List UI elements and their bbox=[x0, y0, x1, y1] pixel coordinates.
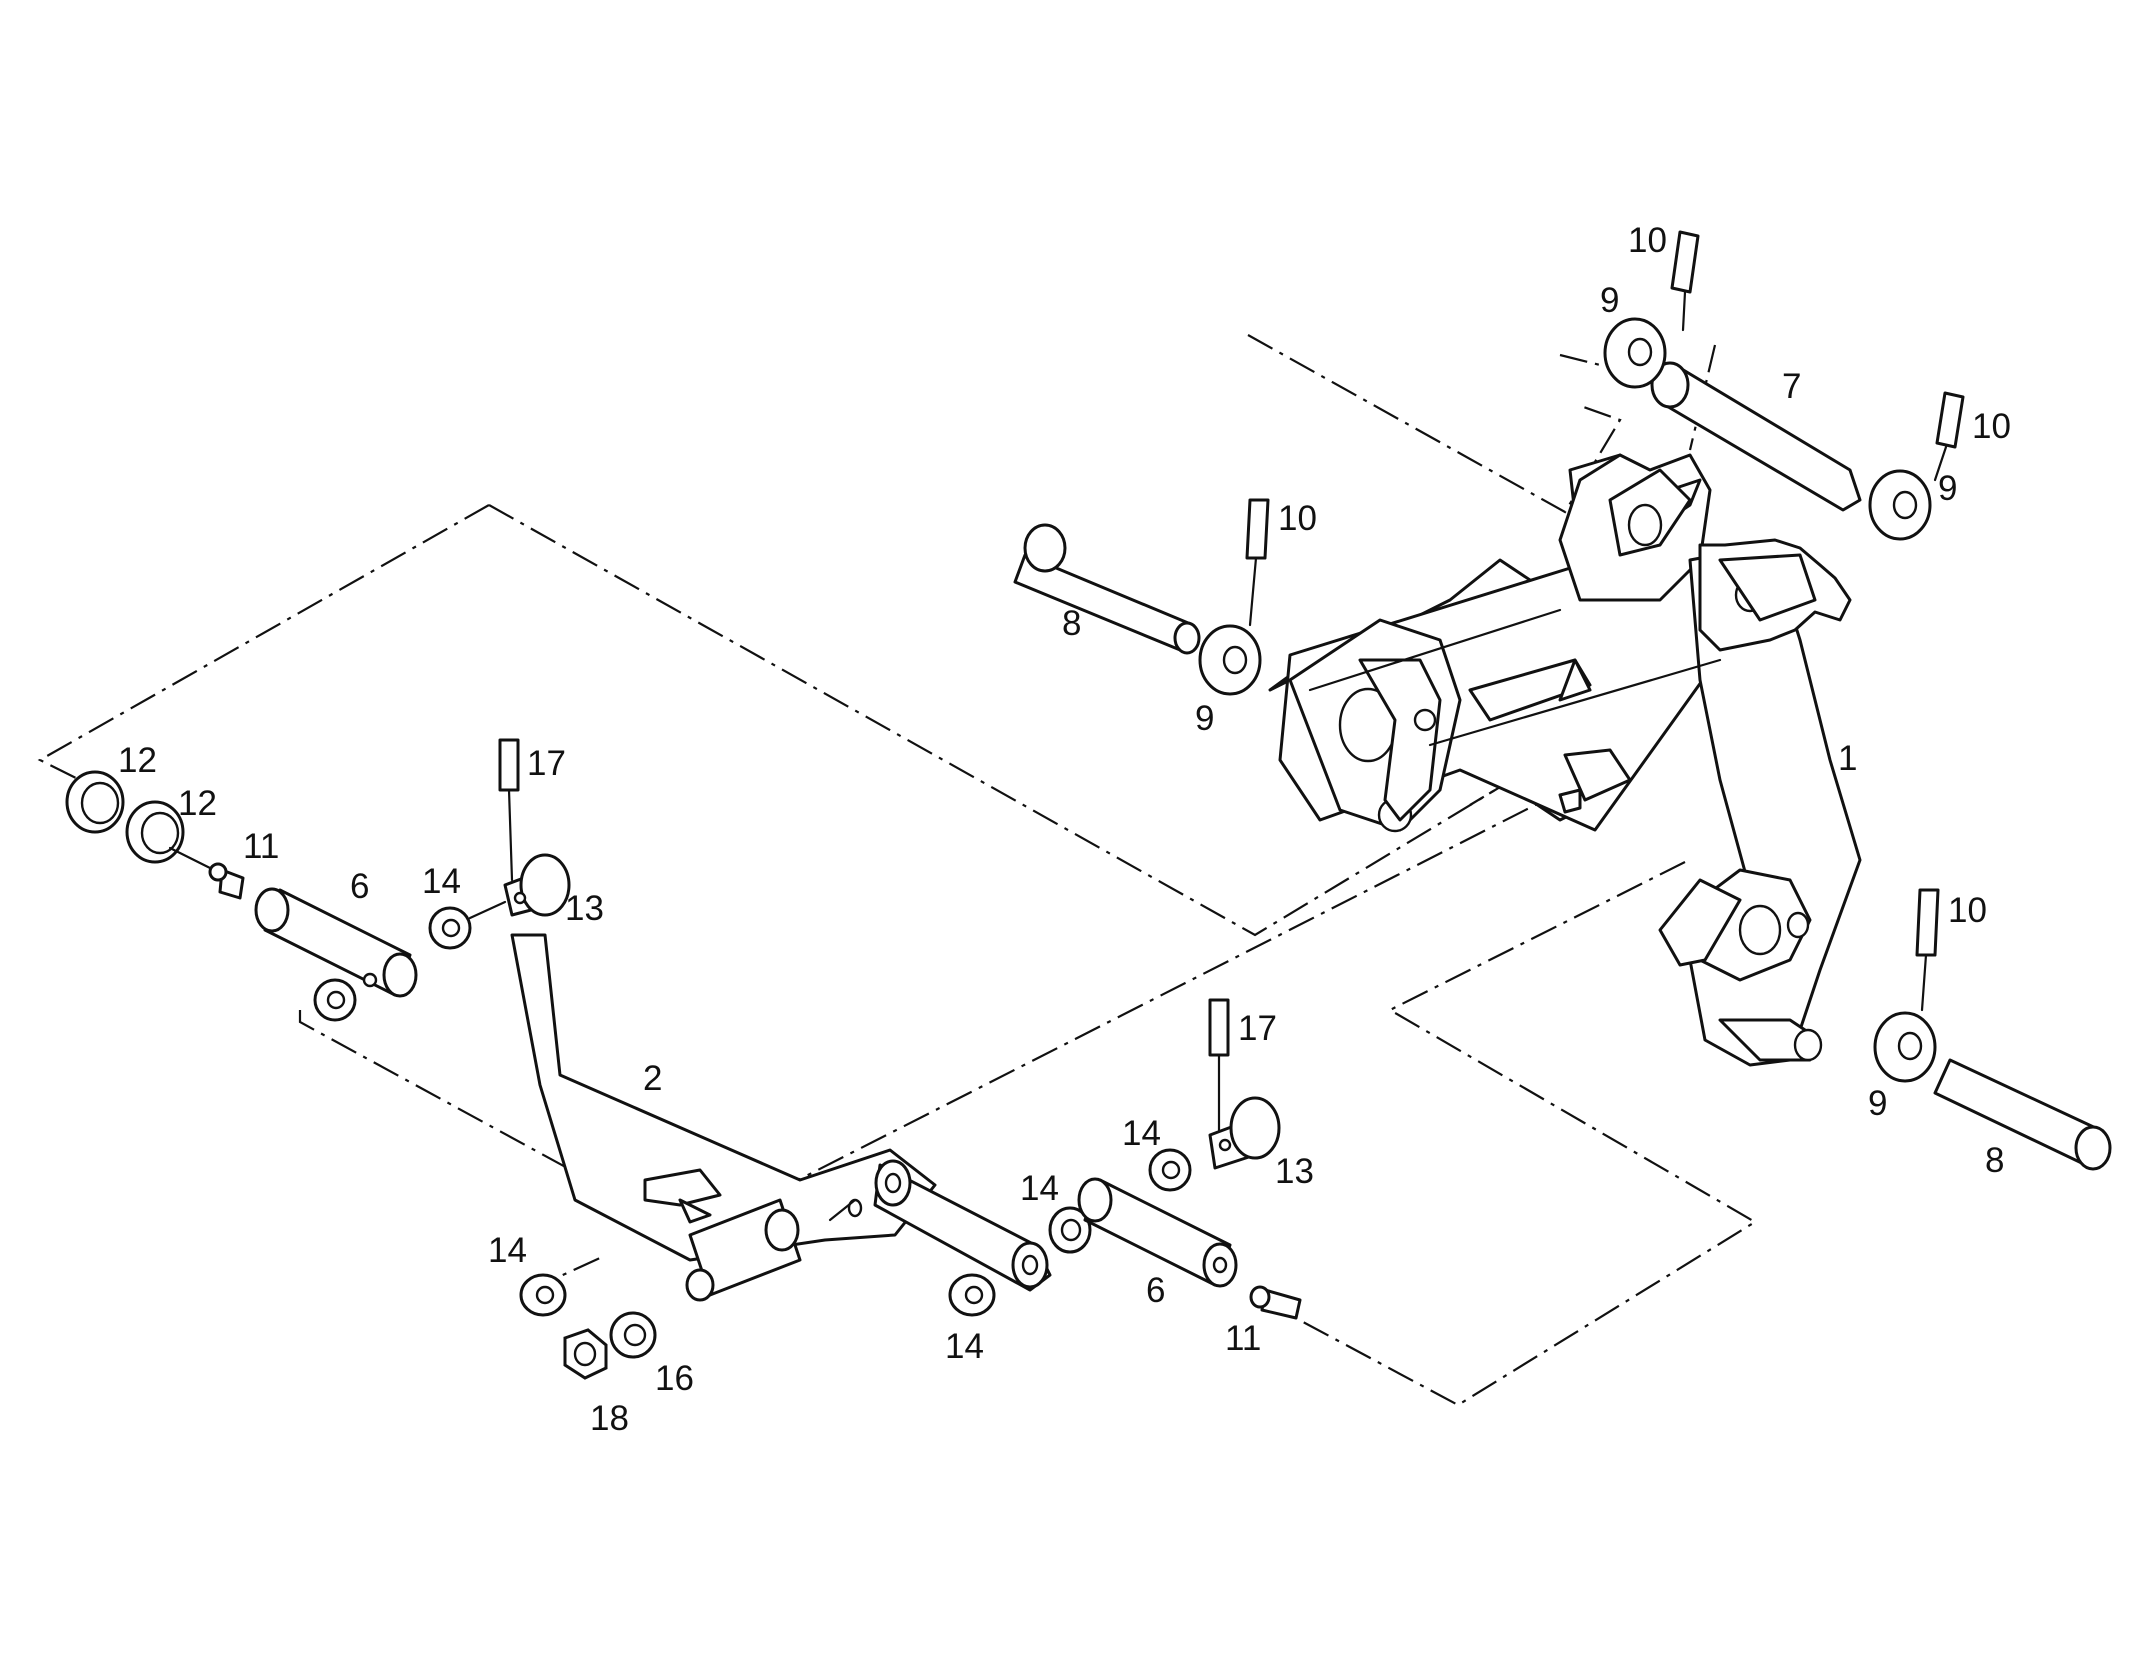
pin-10-right bbox=[1915, 888, 1940, 1012]
bushing-12-a bbox=[65, 770, 125, 834]
callout-9: 9 bbox=[1600, 281, 1619, 320]
callout-8: 8 bbox=[1985, 1141, 2004, 1180]
callout-6: 6 bbox=[1146, 1271, 1165, 1310]
callout-13: 13 bbox=[565, 889, 604, 928]
washer-16 bbox=[609, 1311, 657, 1359]
pin-17-left bbox=[498, 738, 520, 882]
bushing-6-right bbox=[1077, 1177, 1238, 1288]
callout-11: 11 bbox=[1225, 1319, 1261, 1358]
bushing-6-left bbox=[254, 887, 418, 998]
washer-14-left-b bbox=[428, 900, 507, 950]
callout-14: 14 bbox=[945, 1327, 984, 1366]
collar-9-upper-right bbox=[1868, 469, 1932, 541]
washer-14-right-a bbox=[1148, 1148, 1192, 1192]
assembly-outlines bbox=[37, 334, 1758, 1407]
pin-10-upper-left bbox=[1670, 230, 1700, 332]
bushing-12-b bbox=[125, 800, 185, 864]
callout-13: 13 bbox=[1275, 1152, 1314, 1191]
callout-10: 10 bbox=[1628, 221, 1667, 260]
callout-9: 9 bbox=[1868, 1084, 1887, 1123]
washer-14-right-b bbox=[1048, 1206, 1092, 1254]
clevis-pin-13-left bbox=[503, 853, 571, 917]
callout-12: 12 bbox=[178, 784, 217, 823]
washer-14-lower-mid bbox=[948, 1273, 996, 1317]
callout-17: 17 bbox=[527, 744, 566, 783]
callout-8: 8 bbox=[1062, 604, 1081, 643]
callout-12: 12 bbox=[118, 741, 157, 780]
callout-11: 11 bbox=[243, 827, 279, 866]
nut-18 bbox=[563, 1328, 608, 1380]
grease-nipple-11-right bbox=[1249, 1285, 1302, 1320]
callout-17: 17 bbox=[1238, 1009, 1277, 1048]
callout-14: 14 bbox=[422, 862, 461, 901]
callout-10: 10 bbox=[1972, 407, 2011, 446]
grease-nipple-11-left bbox=[168, 846, 245, 900]
callout-14: 14 bbox=[1122, 1114, 1161, 1153]
part-1-main-frame bbox=[1268, 453, 1862, 1067]
pin-10-left bbox=[1245, 498, 1270, 627]
callout-2: 2 bbox=[643, 1059, 662, 1098]
callout-9: 9 bbox=[1195, 699, 1214, 738]
callout-16: 16 bbox=[655, 1359, 694, 1398]
collar-9-upper-left bbox=[1603, 317, 1667, 389]
clevis-pin-13-right bbox=[1208, 1096, 1281, 1170]
pin-17-right bbox=[1208, 998, 1230, 1132]
callout-labels: 10 9 7 10 9 10 8 9 1 10 9 8 12 12 11 6 1… bbox=[118, 221, 2011, 1438]
washer-14-left-a bbox=[313, 978, 357, 1022]
collar-9-left bbox=[1198, 624, 1262, 696]
part-2-pedal-lever bbox=[510, 933, 937, 1302]
callout-6: 6 bbox=[350, 867, 369, 906]
pin-10-upper-right bbox=[1933, 391, 1965, 482]
callout-10: 10 bbox=[1948, 891, 1987, 930]
part-8-pin-left bbox=[1013, 523, 1201, 655]
part-8-pin-right bbox=[1933, 1058, 2112, 1171]
callout-9: 9 bbox=[1938, 469, 1957, 508]
collar-9-right bbox=[1873, 1011, 1937, 1083]
callout-1: 1 bbox=[1838, 739, 1857, 778]
callout-10: 10 bbox=[1278, 499, 1317, 538]
callout-18: 18 bbox=[590, 1399, 629, 1438]
callout-14: 14 bbox=[1020, 1169, 1059, 1208]
link-plate bbox=[873, 1159, 1052, 1292]
part-7-shaft bbox=[1650, 361, 1862, 512]
callout-14: 14 bbox=[488, 1231, 527, 1270]
washer-14-lower-left bbox=[519, 1273, 567, 1317]
callout-7: 7 bbox=[1782, 367, 1801, 406]
